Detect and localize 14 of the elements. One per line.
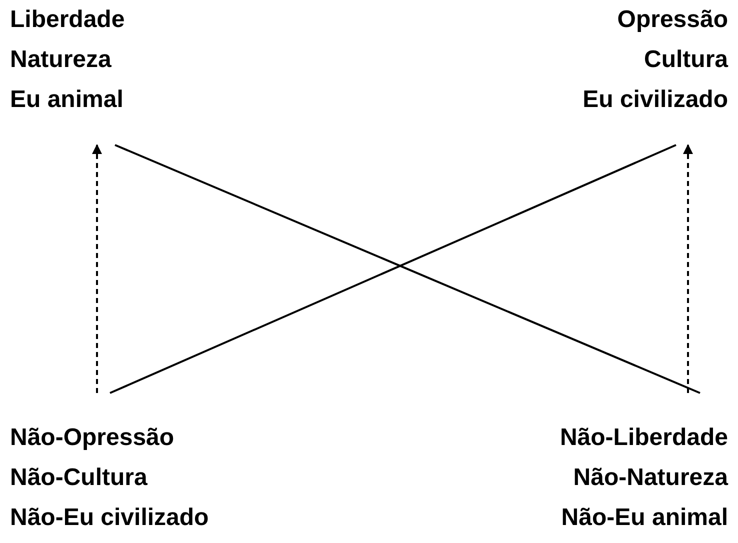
term-label: Cultura [644,46,728,73]
term-label: Não-Opressão [10,424,174,451]
term-label: Eu animal [10,86,124,113]
term-label: Não-Natureza [573,464,728,491]
term-label: Natureza [10,46,112,73]
dashed-arrow [92,144,102,393]
term-label: Não-Eu civilizado [10,504,209,531]
term-label: Não-Cultura [10,464,148,491]
term-label: Opressão [617,6,728,33]
term-label: Não-Eu animal [561,504,728,531]
dashed-arrow [683,144,693,393]
term-label: Eu civilizado [582,86,728,113]
term-label: Liberdade [10,6,125,33]
term-label: Não-Liberdade [560,424,728,451]
